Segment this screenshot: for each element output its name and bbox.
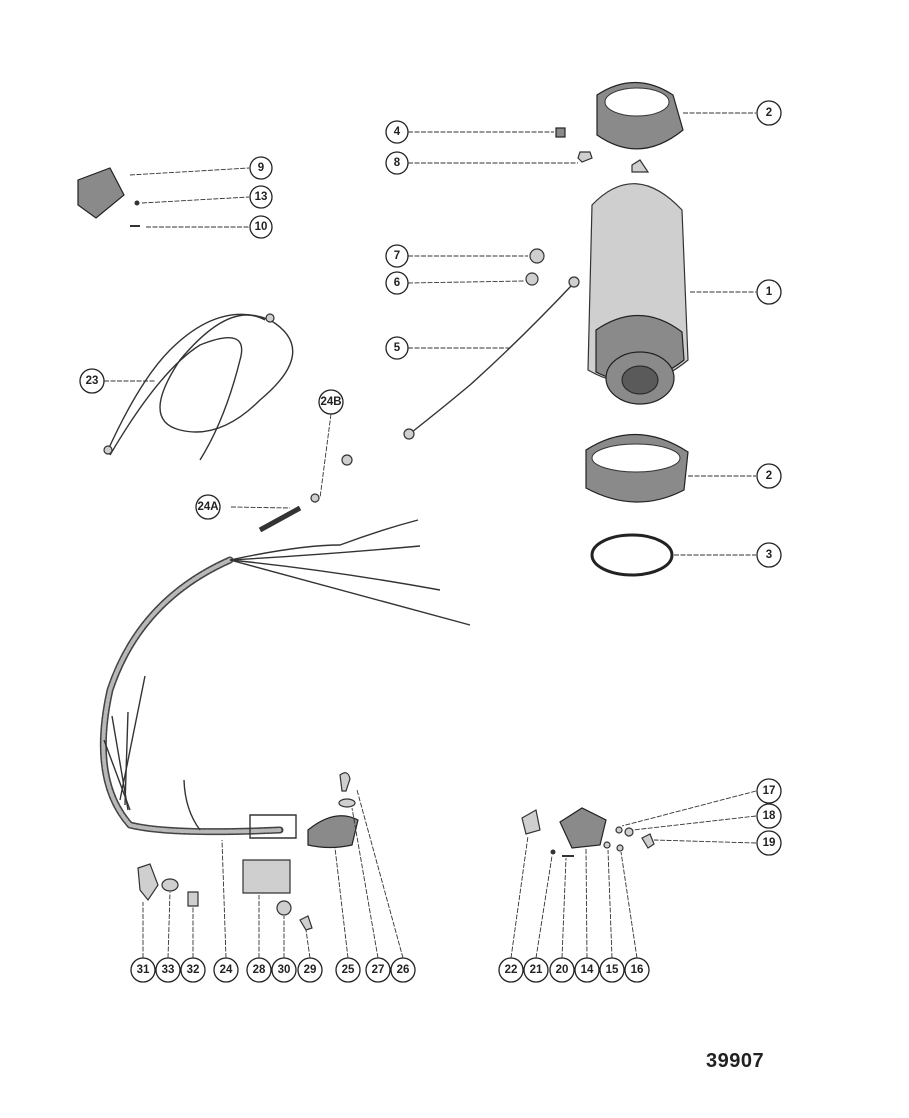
- svg-text:24B: 24B: [320, 396, 341, 408]
- callout-23: 23: [79, 368, 105, 394]
- callout-8: 8: [385, 151, 409, 175]
- o-ring-part: [590, 533, 674, 577]
- svg-text:30: 30: [278, 964, 291, 976]
- svg-text:17: 17: [763, 785, 776, 797]
- svg-text:3: 3: [766, 549, 772, 561]
- callout-17: 17: [756, 778, 782, 804]
- callout-10: 10: [249, 215, 273, 239]
- svg-text:13: 13: [255, 191, 268, 203]
- svg-text:18: 18: [763, 810, 776, 822]
- switch-assembly-parts: [521, 807, 655, 857]
- svg-text:24: 24: [220, 964, 233, 976]
- main-wiring-harness-part: [99, 519, 471, 839]
- svg-text:31: 31: [137, 964, 150, 976]
- upper-ring-part: [596, 81, 684, 150]
- callout-29: 29: [297, 957, 323, 983]
- svg-text:24A: 24A: [197, 501, 218, 513]
- callout-6: 6: [385, 271, 409, 295]
- svg-text:5: 5: [394, 342, 401, 354]
- callout-16: 16: [624, 957, 650, 983]
- callout-15: 15: [599, 957, 625, 983]
- callout-21: 21: [523, 957, 549, 983]
- svg-text:7: 7: [394, 250, 400, 262]
- svg-text:33: 33: [162, 964, 175, 976]
- svg-text:22: 22: [505, 964, 518, 976]
- svg-text:6: 6: [394, 277, 400, 289]
- svg-text:28: 28: [253, 964, 266, 976]
- callout-4: 4: [385, 120, 409, 144]
- callout-3: 3: [756, 542, 782, 568]
- callout-24a: 24A: [195, 494, 221, 520]
- svg-text:20: 20: [556, 964, 569, 976]
- part-7-nut: [529, 248, 545, 264]
- terminal-block-part: [77, 167, 140, 227]
- svg-text:21: 21: [530, 964, 543, 976]
- part-6-washer: [525, 272, 539, 286]
- part-8-screw: [577, 151, 593, 163]
- callout-13: 13: [249, 185, 273, 209]
- lower-ring-part: [585, 433, 689, 503]
- hardware-bottom-left-parts: [137, 859, 313, 931]
- svg-text:2: 2: [766, 470, 772, 482]
- drawing-number: 39907: [706, 1050, 765, 1072]
- svg-text:26: 26: [397, 964, 410, 976]
- svg-text:16: 16: [631, 964, 644, 976]
- part-4-nut: [555, 127, 566, 138]
- leader-lines: [104, 112, 757, 959]
- callout-18: 18: [756, 803, 782, 829]
- svg-text:27: 27: [372, 964, 385, 976]
- svg-text:19: 19: [763, 837, 776, 849]
- callout-2-upper: 2: [756, 100, 782, 126]
- battery-cable-part: [403, 276, 580, 440]
- callout-24: 24: [213, 957, 239, 983]
- callout-7: 7: [385, 244, 409, 268]
- svg-text:32: 32: [187, 964, 200, 976]
- callout-31: 31: [130, 957, 156, 983]
- svg-text:23: 23: [86, 375, 99, 387]
- callout-22: 22: [498, 957, 524, 983]
- svg-text:9: 9: [258, 162, 264, 174]
- starter-motor-part: [587, 159, 689, 405]
- wiring-harness-23-part: [103, 313, 294, 461]
- svg-text:14: 14: [581, 964, 594, 976]
- svg-text:25: 25: [342, 964, 355, 976]
- callout-30: 30: [271, 957, 297, 983]
- callout-2-lower: 2: [756, 463, 782, 489]
- callout-19: 19: [756, 830, 782, 856]
- svg-text:1: 1: [766, 286, 773, 298]
- svg-text:4: 4: [394, 126, 401, 138]
- callout-26: 26: [390, 957, 416, 983]
- callout-25: 25: [335, 957, 361, 983]
- callout-5: 5: [385, 336, 409, 360]
- svg-text:15: 15: [606, 964, 619, 976]
- callout-1: 1: [756, 279, 782, 305]
- callout-33: 33: [155, 957, 181, 983]
- callout-32: 32: [180, 957, 206, 983]
- svg-text:2: 2: [766, 107, 772, 119]
- svg-text:29: 29: [304, 964, 317, 976]
- bracket-25-parts: [307, 772, 359, 849]
- connector-24-parts: [258, 454, 353, 533]
- callout-20: 20: [549, 957, 575, 983]
- svg-text:8: 8: [394, 157, 401, 169]
- callout-24b: 24B: [318, 389, 344, 415]
- svg-text:10: 10: [255, 221, 268, 233]
- callout-9: 9: [249, 156, 273, 180]
- callout-14: 14: [574, 957, 600, 983]
- callout-28: 28: [246, 957, 272, 983]
- callout-27: 27: [365, 957, 391, 983]
